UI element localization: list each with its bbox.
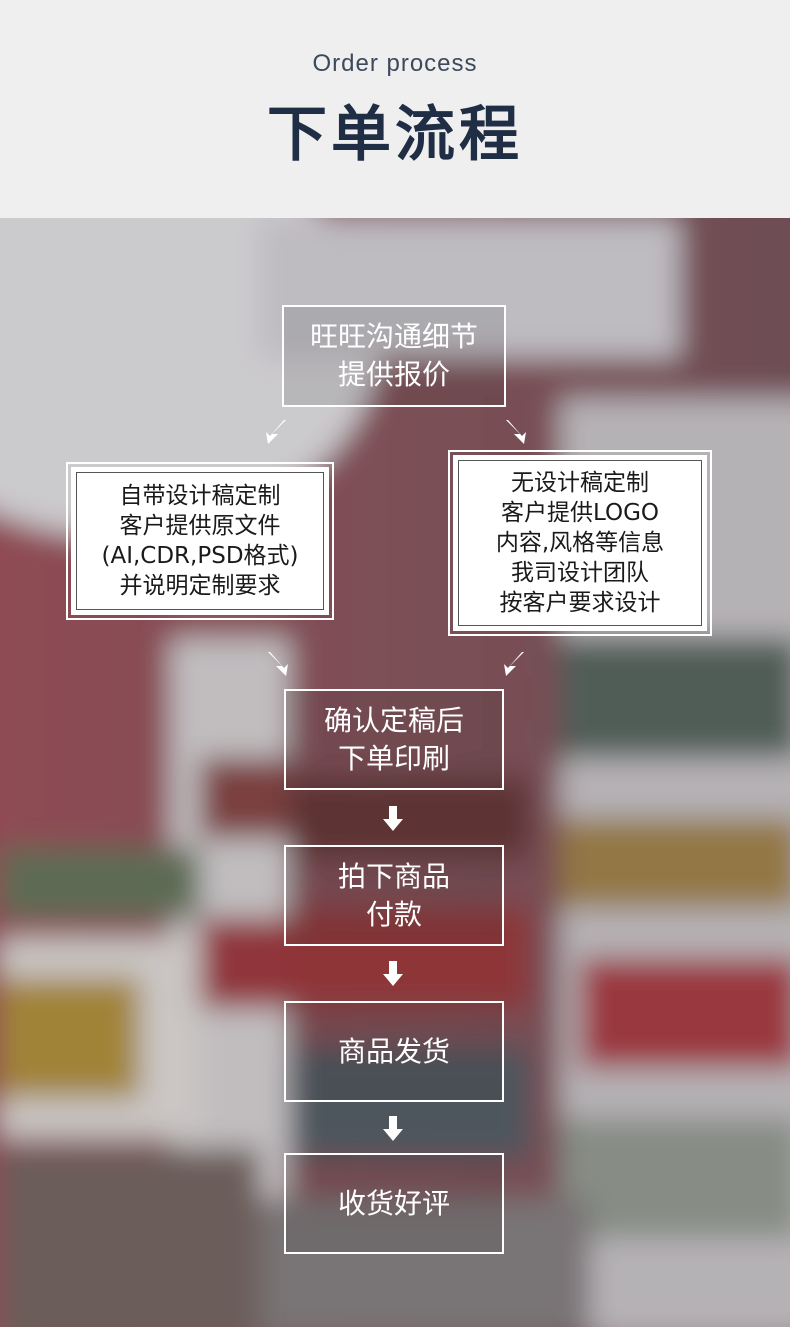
step-line: 下单印刷 (337, 741, 450, 775)
option-line: 无设计稿定制 (511, 470, 649, 496)
option-line: 我司设计团队 (511, 560, 649, 586)
down-right-arrow-icon (268, 652, 288, 676)
step-line: 确认定稿后 (323, 703, 464, 737)
option-line: 按客户要求设计 (499, 590, 661, 616)
step-line: 旺旺沟通细节 (309, 320, 478, 353)
step-ship: 商品发货 (284, 1001, 504, 1102)
down-left-arrow-icon (504, 652, 524, 676)
option-line: 自带设计稿定制 (119, 483, 281, 509)
page-title: 下单流程 (267, 100, 523, 170)
step-review: 收货好评 (284, 1153, 504, 1254)
step-line: 拍下商品 (337, 859, 450, 893)
step-order-pay: 拍下商品 付款 (284, 845, 504, 946)
option-line: 并说明定制要求 (119, 573, 281, 599)
down-right-arrow-icon (506, 420, 526, 444)
step-line: 商品发货 (337, 1034, 450, 1068)
option-line: 内容,风格等信息 (495, 530, 665, 556)
step-line: 付款 (365, 897, 422, 931)
option-line: 客户提供原文件 (119, 513, 281, 539)
step-contact-quote: 旺旺沟通细节 提供报价 (282, 305, 506, 407)
down-left-arrow-icon (266, 420, 286, 444)
page-header: Order process 下单流程 (0, 0, 790, 218)
blurred-store-background (0, 218, 790, 1327)
page-subtitle: Order process (312, 50, 478, 77)
option-line: 客户提供LOGO (500, 500, 660, 526)
option-with-design: 自带设计稿定制 客户提供原文件 (AI,CDR,PSD格式) 并说明定制要求 (66, 462, 334, 620)
step-confirm-print: 确认定稿后 下单印刷 (284, 689, 504, 790)
option-line: (AI,CDR,PSD格式) (101, 543, 299, 569)
down-arrow-icon (383, 1116, 403, 1141)
option-without-design: 无设计稿定制 客户提供LOGO 内容,风格等信息 我司设计团队 按客户要求设计 (448, 450, 712, 636)
step-line: 提供报价 (337, 358, 450, 391)
background-photo: 旺旺沟通细节 提供报价 自带设计稿定制 客户提供原文件 (AI,CDR,PSD格… (0, 218, 790, 1327)
down-arrow-icon (383, 961, 403, 986)
down-arrow-icon (383, 806, 403, 831)
step-line: 收货好评 (337, 1186, 450, 1220)
